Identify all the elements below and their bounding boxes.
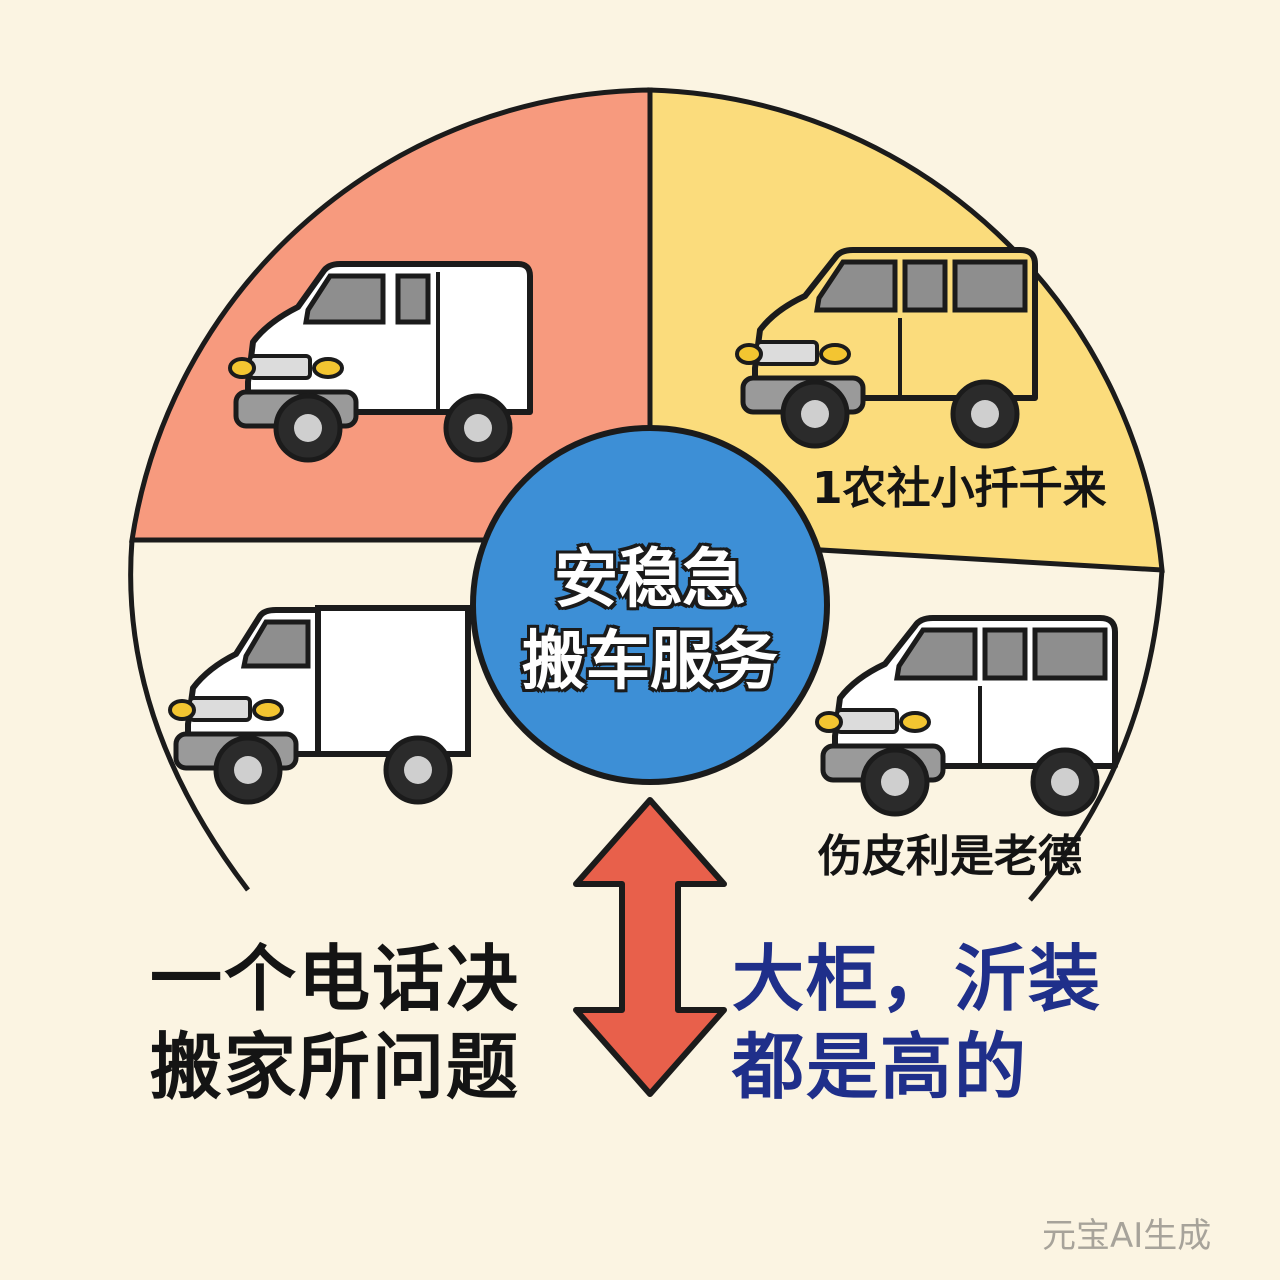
slogan-right-line1: 大柜，沂装 [732,937,1103,1021]
watermark: 元宝AI生成 [1042,1216,1212,1256]
slogan-left-line1: 一个电话决 [150,937,521,1021]
double-arrow-icon [573,797,727,1097]
slogan-left-line2: 搬家所问题 [150,1025,521,1109]
box-truck-icon [170,608,468,802]
center-title-line1: 安稳急 [554,543,746,617]
center-title-line2: 搬车服务 [522,625,778,699]
wheel-rim-right [1028,569,1165,902]
slogan-right-line2: 都是高的 [732,1025,1029,1109]
white-minivan-icon [817,618,1115,814]
wheel-rim-left [128,539,250,892]
label-bottom-right: 伤皮利是老德 [818,831,1082,882]
label-top-right: 1农社小扦千来 [812,463,1107,514]
center-circle [470,425,830,785]
